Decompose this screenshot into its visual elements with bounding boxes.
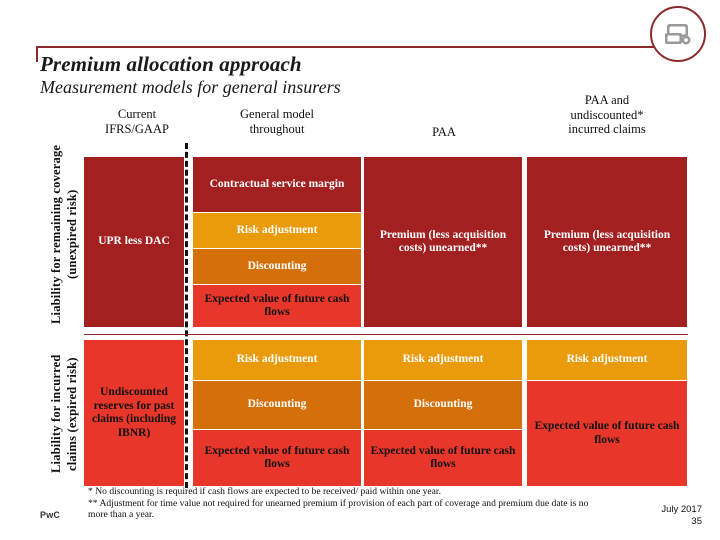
briefcase-icon [663, 21, 693, 47]
measurement-block-label: Discounting [247, 398, 307, 411]
measurement-block-label: Risk adjustment [566, 353, 648, 366]
measurement-block: Risk adjustment [527, 340, 687, 380]
measurement-block: Premium (less acquisition costs) unearne… [364, 157, 522, 327]
measurement-block-label: Discounting [413, 398, 473, 411]
column-header-paaund-line1: PAA and [584, 93, 630, 107]
column-header-paaund-line3: incurred claims [568, 122, 646, 136]
measurement-block-label: UPR less DAC [98, 235, 170, 248]
measurement-block: Expected value of future cash flows [193, 284, 361, 327]
measurement-block-label: Discounting [247, 259, 307, 272]
header-rule-tick [36, 46, 38, 62]
column-header-general-line2: throughout [249, 121, 305, 136]
current-practice-divider [185, 143, 188, 488]
measurement-block: Expected value of future cash flows [193, 429, 361, 486]
measurement-block-label: Risk adjustment [402, 353, 484, 366]
title-block: Premium allocation approach Measurement … [40, 52, 640, 98]
column-header-current: Current IFRS/GAAP [85, 107, 189, 136]
slide-badge [650, 6, 706, 62]
page-subtitle: Measurement models for general insurers [40, 77, 341, 97]
header-rule [36, 46, 684, 48]
measurement-block-label: Expected value of future cash flows [204, 292, 350, 319]
measurement-block: Risk adjustment [364, 340, 522, 380]
measurement-block: Premium (less acquisition costs) unearne… [527, 157, 687, 327]
measurement-block: Contractual service margin [193, 157, 361, 212]
row-label-remaining-coverage: Liability for remaining coverage (unexpi… [49, 144, 79, 324]
column-header-paa-undiscounted: PAA and undiscounted* incurred claims [527, 93, 687, 137]
measurement-block-label: Risk adjustment [236, 353, 318, 366]
column-header-general-model: General model throughout [192, 107, 362, 136]
measurement-block: Discounting [193, 248, 361, 284]
footer-meta: July 2017 35 [661, 504, 702, 528]
measurement-block-label: Risk adjustment [236, 223, 318, 236]
page-title: Premium allocation approach [40, 52, 302, 76]
measurement-block: UPR less DAC [84, 157, 184, 327]
measurement-block: Discounting [193, 380, 361, 429]
measurement-block-label: Contractual service margin [209, 177, 345, 190]
column-header-current-line2: IFRS/GAAP [105, 121, 169, 136]
measurement-block: Expected value of future cash flows [364, 429, 522, 486]
measurement-block-label: Expected value of future cash flows [534, 420, 680, 446]
page-number: 35 [691, 516, 702, 527]
footnotes: * No discounting is required if cash flo… [88, 486, 598, 521]
column-header-paa: PAA [365, 125, 523, 140]
measurement-block: Risk adjustment [193, 212, 361, 248]
row-label-incurred-claims: Liability for incurred claims (expired r… [49, 354, 79, 474]
column-header-general-line1: General model [240, 107, 314, 121]
measurement-block: Discounting [364, 380, 522, 429]
pwc-logo: PwC [40, 510, 61, 520]
footnote-single-asterisk: * No discounting is required if cash flo… [88, 486, 441, 497]
measurement-block-label: Premium (less acquisition costs) unearne… [543, 228, 671, 255]
measurement-block: Undiscounted reserves for past claims (i… [84, 340, 184, 486]
column-header-paa-line1: PAA [432, 125, 456, 139]
measurement-block-label: Premium (less acquisition costs) unearne… [379, 228, 507, 255]
column-header-paaund-line2: undiscounted* [570, 107, 644, 122]
footnote-double-asterisk: ** Adjustment for time value not require… [88, 497, 589, 521]
measurement-block-label: Expected value of future cash flows [370, 444, 516, 471]
footer-date: July 2017 [661, 504, 702, 515]
column-header-current-line1: Current [117, 107, 157, 121]
section-divider-rule [84, 334, 688, 336]
measurement-block-label: Expected value of future cash flows [204, 444, 350, 471]
measurement-block-label: Undiscounted reserves for past claims (i… [91, 386, 177, 439]
measurement-block: Risk adjustment [193, 340, 361, 380]
measurement-block: Expected value of future cash flows [527, 380, 687, 486]
